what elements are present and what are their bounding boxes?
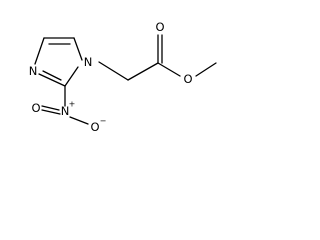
bond-c5-n1 xyxy=(73,37,83,61)
molecule-diagram: N N N + O O − O O xyxy=(29,20,217,134)
atom-o-carbonyl: O xyxy=(155,20,164,34)
bond-n1-ch2 xyxy=(98,61,129,81)
bond-c2-n3 xyxy=(38,73,66,87)
bond-nnitro-o-single xyxy=(69,116,89,125)
atom-n-imidazole-3: N xyxy=(29,64,38,78)
nitro-n-charge: + xyxy=(69,100,76,109)
bond-n1-c2 xyxy=(64,66,79,87)
atom-o-ester: O xyxy=(183,72,192,86)
nitro-o-charge: − xyxy=(100,117,107,126)
atom-n-imidazole-1: N xyxy=(84,55,93,69)
bond-ch2-ccarbonyl xyxy=(127,62,159,81)
atom-n-nitro: N xyxy=(61,104,70,118)
atom-o-nitro-single: O xyxy=(90,120,99,134)
bond-oester-ch3 xyxy=(195,62,217,77)
bond-c2-n3-inner xyxy=(42,70,62,81)
bond-n3-c4 xyxy=(34,37,45,65)
structure-canvas: N N N + O O − O O xyxy=(0,0,234,143)
bond-nnitro-o-double-2 xyxy=(41,109,61,115)
atom-o-nitro-double: O xyxy=(31,101,40,115)
bond-ccarbonyl-oester xyxy=(157,62,181,77)
bond-nnitro-o-double xyxy=(41,105,60,111)
